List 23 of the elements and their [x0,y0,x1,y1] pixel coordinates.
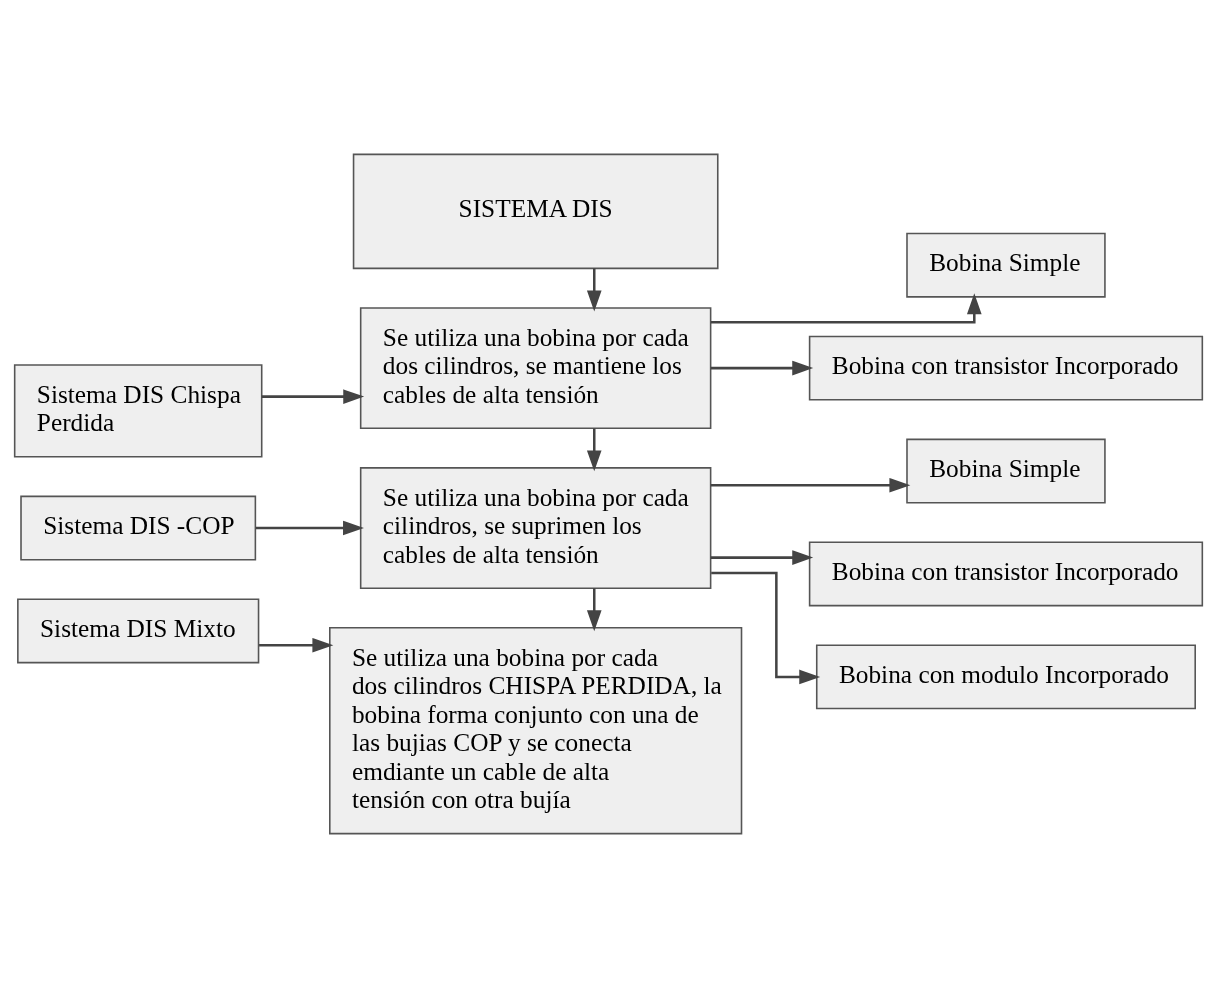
node-box: Bobina con modulo Incorporado [815,643,1196,709]
arrow [586,428,602,471]
node-box: Se utiliza una bobina por cada cilindros, se suprimen los cables de alta tensión [359,466,712,589]
arrow [261,388,365,404]
arrow [586,267,602,311]
arrow [710,360,814,375]
node-box: Bobina Simple [906,438,1106,503]
node-box: Bobina Simple [906,232,1106,298]
arrow [259,637,334,653]
arrow [586,587,602,631]
node-box: Se utiliza una bobina por cada dos cilindros, se mantiene los cables de alta tensión [359,306,712,429]
arrow [710,292,982,323]
node-box: Sistema DIS Mixto [17,598,260,663]
arrow [255,520,364,535]
node-box: Sistema DIS -COP [20,495,257,560]
node-box: Se utiliza una bobina por cada dos cilindros CHISPA PERDIDA, la bobina forma conjunto con una de las bujias COP y se conecta emdiante un cable de alta tensión con otra bujía [329,626,743,834]
node-box: Sistema DIS Chispa Perdida [13,363,263,458]
node-box: SISTEMA DIS [352,153,719,269]
arrow [710,477,911,493]
node-box: Bobina con transistor Incorporado [808,541,1204,606]
arrow [711,571,821,684]
node-box: Bobina con transistor Incorporado [808,335,1204,401]
arrow [710,549,814,565]
